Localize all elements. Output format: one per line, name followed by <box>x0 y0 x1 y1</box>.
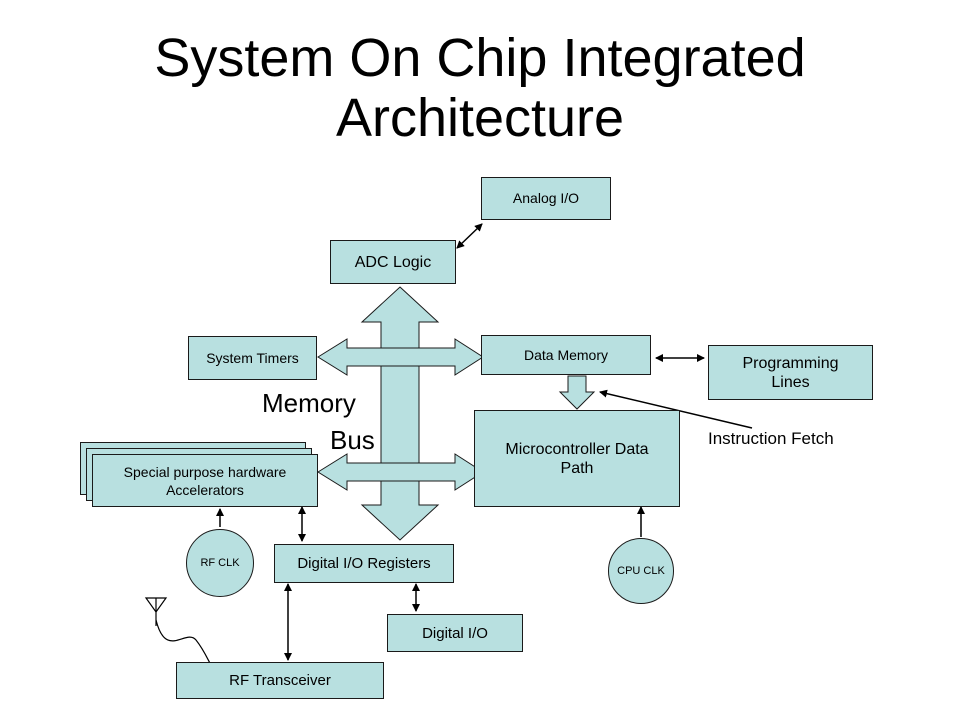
bus-text: Bus <box>330 425 375 455</box>
memory-text: Memory <box>262 388 356 418</box>
arrow-adc-analogio <box>456 223 483 249</box>
digital-io-block: Digital I/O <box>387 614 523 652</box>
data-memory-label: Data Memory <box>523 346 609 363</box>
rf-transceiver-block: RF Transceiver <box>176 662 384 699</box>
cpu-clk-label: CPU CLK <box>617 565 665 577</box>
system-timers-block: System Timers <box>188 336 317 380</box>
microcontroller-label: Microcontroller Data Path <box>505 440 649 477</box>
digital-io-registers-label: Digital I/O Registers <box>297 555 431 572</box>
instruction-fetch-label: Instruction Fetch <box>708 429 834 449</box>
antenna-icon <box>144 597 213 668</box>
slide-title: System On Chip Integrated Architecture <box>0 28 960 148</box>
cpu-clk-circle: CPU CLK <box>608 538 674 604</box>
digital-io-label: Digital I/O <box>422 624 488 642</box>
programming-lines-block: Programming Lines <box>708 345 873 400</box>
rf-clk-circle: RF CLK <box>186 529 254 597</box>
slide-title-line-2: Architecture <box>335 88 625 148</box>
accelerators-block: Special purpose hardware Accelerators <box>92 454 318 507</box>
data-memory-block: Data Memory <box>481 335 651 375</box>
system-timers-label: System Timers <box>206 349 299 366</box>
memory-bus-label-bus: Bus <box>330 425 375 455</box>
rf-clk-label: RF CLK <box>200 557 240 569</box>
adc-logic-label: ADC Logic <box>354 253 432 271</box>
analog-io-block: Analog I/O <box>481 177 611 220</box>
digital-io-registers-block: Digital I/O Registers <box>274 544 454 583</box>
arrow-datamemory-to-microcontroller <box>558 375 596 410</box>
analog-io-label: Analog I/O <box>512 190 580 206</box>
microcontroller-block: Microcontroller Data Path <box>474 410 680 507</box>
programming-lines-label: Programming Lines <box>742 354 839 391</box>
accelerators-label: Special purpose hardware Accelerators <box>123 463 287 498</box>
rf-transceiver-label: RF Transceiver <box>229 672 331 689</box>
memory-bus-arrow <box>360 286 440 541</box>
memory-bus-label-memory: Memory <box>262 388 356 418</box>
adc-logic-block: ADC Logic <box>330 240 456 284</box>
slide-title-line-1: System On Chip Integrated <box>154 28 806 88</box>
instruction-fetch-text: Instruction Fetch <box>708 429 834 448</box>
